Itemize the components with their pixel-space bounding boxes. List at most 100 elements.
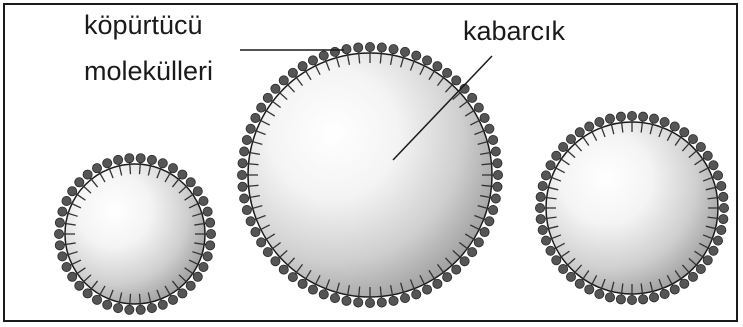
molecule-head [493, 182, 502, 191]
molecule-head [263, 248, 272, 257]
molecule-head [575, 128, 584, 137]
molecule-head [713, 236, 722, 245]
molecule-head [377, 43, 386, 52]
molecule-head [468, 248, 477, 257]
bubble-large-center [237, 42, 502, 307]
molecule-head [186, 178, 195, 187]
molecule-head [703, 151, 712, 160]
molecule-head [308, 285, 317, 294]
molecule-head [688, 272, 697, 281]
molecule-head [206, 241, 215, 250]
molecule-head [251, 113, 260, 122]
molecule-head [412, 290, 421, 299]
molecule-head [489, 205, 498, 214]
molecule-head [308, 56, 317, 65]
molecule-head [54, 229, 63, 238]
molecule-head [206, 218, 215, 227]
molecule-head [92, 164, 101, 173]
molecule-head [546, 161, 555, 170]
molecule-head [575, 279, 584, 288]
molecule-head [75, 281, 84, 290]
molecule-head [271, 84, 280, 93]
molecule-head [460, 257, 469, 266]
molecule-tail [130, 294, 131, 306]
molecule-head [237, 170, 246, 179]
molecule-head [246, 124, 255, 133]
molecule-head [717, 181, 726, 190]
molecule-head [719, 214, 728, 223]
molecule-head [660, 289, 669, 298]
molecule-head [485, 124, 494, 133]
molecule-head [688, 135, 697, 144]
molecule-head [627, 111, 636, 120]
molecule-head [696, 142, 705, 151]
molecule-head [719, 203, 728, 212]
molecule-head [680, 128, 689, 137]
molecule-head [638, 112, 647, 121]
molecule-head [452, 265, 461, 274]
molecule-head [566, 272, 575, 281]
bubble-medium-right [535, 111, 728, 304]
molecule-head [365, 298, 374, 307]
molecule-head [288, 68, 297, 77]
molecule-head [125, 154, 134, 163]
molecule-head [203, 207, 212, 216]
molecule-head [559, 264, 568, 273]
molecule-head [468, 93, 477, 102]
molecule-head [552, 151, 561, 160]
molecule-head [660, 117, 669, 126]
molecule-head [538, 181, 547, 190]
molecule-head [474, 238, 483, 247]
molecule-head [480, 227, 489, 236]
molecule-head [595, 117, 604, 126]
molecule-head [536, 192, 545, 201]
molecule-head [354, 298, 363, 307]
molecule-head [354, 43, 363, 52]
molecule-head [279, 265, 288, 274]
molecule-head [193, 187, 202, 196]
molecule-head [55, 241, 64, 250]
molecule-head [288, 273, 297, 282]
molecule-head [55, 218, 64, 227]
molecule-head [493, 159, 502, 168]
molecule-head [585, 285, 594, 294]
molecule-head [595, 289, 604, 298]
molecule-head [240, 194, 249, 203]
molecule-head [719, 192, 728, 201]
molecule-head [58, 207, 67, 216]
molecule-head [717, 225, 726, 234]
molecule-head [541, 171, 550, 180]
molecule-head [638, 295, 647, 304]
molecule-head [147, 155, 156, 164]
molecule-head [541, 236, 550, 245]
molecule-head [125, 305, 134, 314]
surfactant-label-line2: molekülleri [84, 58, 213, 85]
molecule-head [377, 298, 386, 307]
molecule-head [433, 279, 442, 288]
molecule-head [485, 217, 494, 226]
molecule-head [709, 246, 718, 255]
molecule-head [246, 217, 255, 226]
molecule-head [491, 194, 500, 203]
molecule-head [147, 303, 156, 312]
molecule-head [251, 227, 260, 236]
molecule-head [58, 252, 67, 261]
molecule-head [298, 62, 307, 71]
molecule-head [113, 303, 122, 312]
molecule-head [136, 154, 145, 163]
molecule-head [365, 42, 374, 51]
molecule-head [298, 279, 307, 288]
molecule-head [493, 170, 502, 179]
molecule-head [422, 56, 431, 65]
molecule-head [342, 45, 351, 54]
molecule-head [480, 113, 489, 122]
molecule-head [670, 122, 679, 131]
molecule-head [709, 161, 718, 170]
molecule-head [238, 182, 247, 191]
molecule-head [342, 296, 351, 305]
molecule-head [443, 273, 452, 282]
molecule-head [68, 272, 77, 281]
molecule-tail [130, 162, 131, 174]
molecule-head [319, 290, 328, 299]
